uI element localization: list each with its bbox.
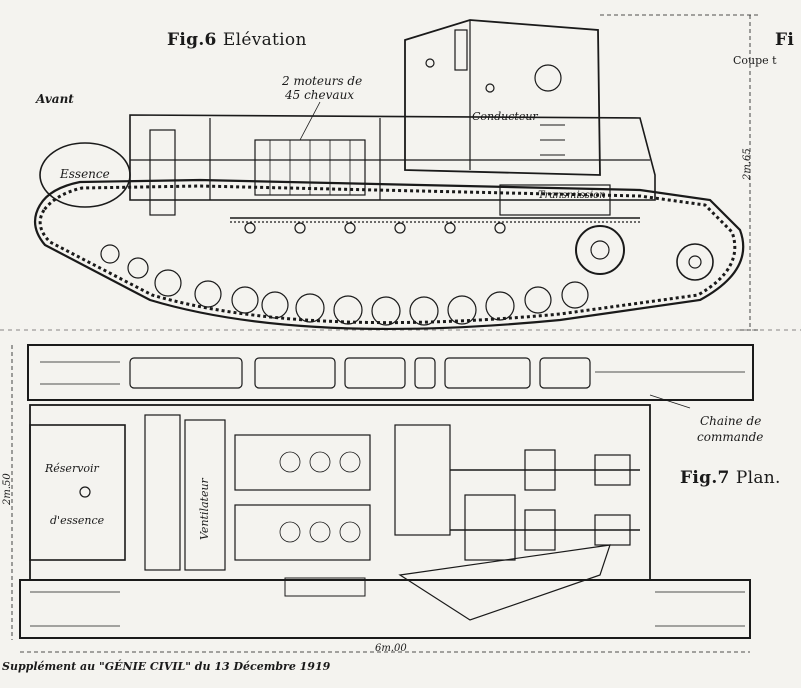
label-transmission: Transmission bbox=[538, 190, 606, 201]
fig7-number: Fig.7 bbox=[680, 468, 730, 488]
plan-view bbox=[19, 344, 754, 639]
fig6-number: Fig.6 bbox=[167, 30, 217, 50]
hull-plan bbox=[29, 404, 651, 581]
fuel-tank-elevation bbox=[39, 142, 131, 208]
label-avant: Avant bbox=[36, 92, 74, 106]
fig6-title: Fig.6 Elévation bbox=[167, 30, 307, 50]
label-engines-line2: 45 chevaux bbox=[285, 88, 355, 102]
elevation-view bbox=[33, 19, 745, 330]
driver-cabin bbox=[404, 19, 601, 176]
label-chaine-line2: commande bbox=[697, 430, 764, 444]
label-conducteur: Conducteur bbox=[472, 110, 538, 123]
fig8-partial-subtitle: Coupe t bbox=[733, 54, 777, 67]
label-engines-line1: 2 moteurs de bbox=[282, 74, 363, 88]
drive-sprocket bbox=[575, 225, 625, 275]
label-reservoir-line1: Réservoir bbox=[45, 462, 99, 475]
width-dimension-label: 2m.50 bbox=[2, 473, 13, 505]
fig7-title: Fig.7 Plan. bbox=[680, 468, 781, 488]
track-band-top bbox=[27, 344, 754, 401]
label-reservoir-line2: d'essence bbox=[50, 514, 105, 527]
fig6-title-text: Elévation bbox=[222, 30, 307, 50]
label-essence: Essence bbox=[60, 167, 110, 181]
engines-plan bbox=[234, 434, 371, 561]
height-dimension-label: 2m.65 bbox=[742, 148, 753, 180]
hull bbox=[129, 114, 656, 201]
label-ventilateur: Ventilateur bbox=[198, 478, 211, 540]
fig8-partial-title: Fi bbox=[775, 30, 795, 50]
rear-idler bbox=[676, 243, 714, 281]
label-chaine-line1: Chaine de bbox=[700, 414, 762, 428]
height-dimension bbox=[600, 14, 760, 331]
track-band-bottom bbox=[19, 579, 751, 639]
track-outline bbox=[33, 178, 745, 330]
fig7-title-text: Plan. bbox=[735, 468, 781, 488]
caption: Supplément au "GÉNIE CIVIL" du 13 Décemb… bbox=[2, 660, 331, 673]
transmission-plan bbox=[394, 424, 640, 561]
length-dimension-label: 6m.00 bbox=[375, 643, 407, 654]
fuel-tank-plan bbox=[29, 424, 126, 561]
road-wheels bbox=[100, 244, 589, 326]
hatch-wheel bbox=[534, 64, 562, 92]
fan bbox=[144, 414, 181, 571]
